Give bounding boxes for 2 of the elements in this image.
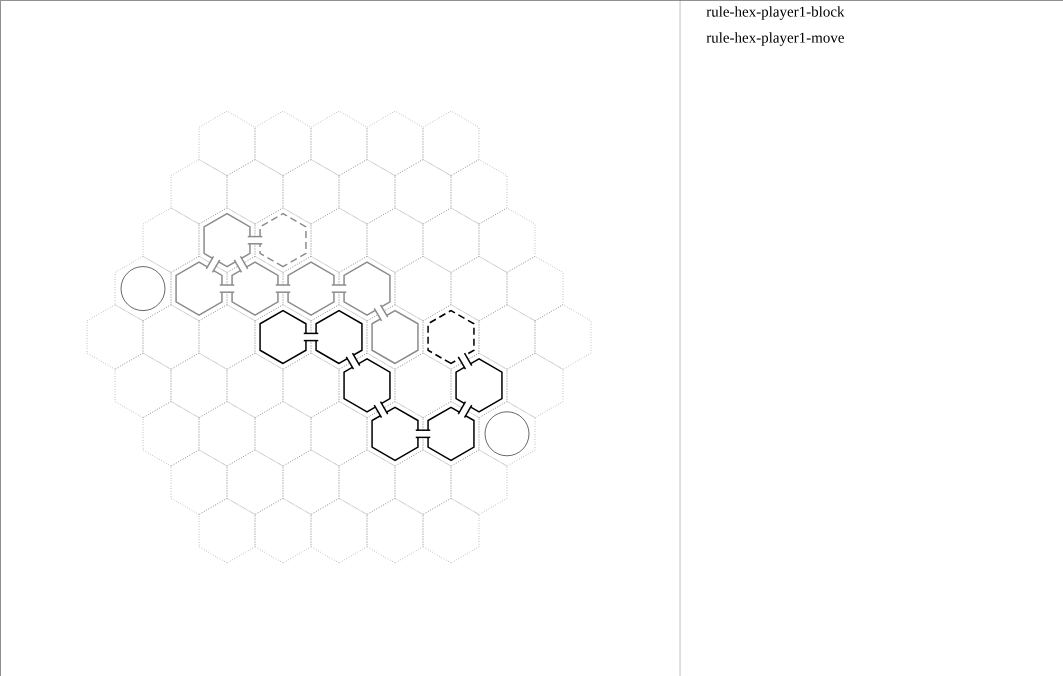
rule-label: rule-hex-player1-block <box>706 6 845 20</box>
rule-label: rule-hex-player1-move <box>706 32 844 46</box>
